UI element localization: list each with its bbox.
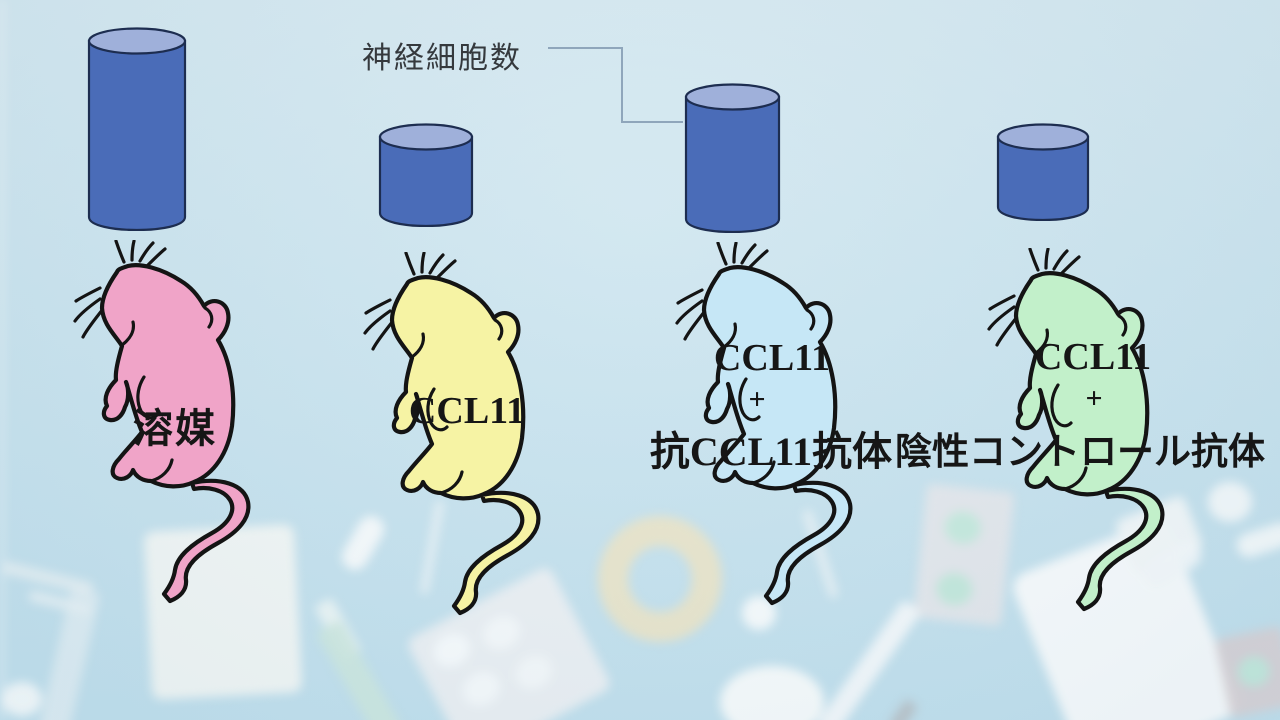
group-label-negative-control-plus: + [1085,382,1103,415]
group-label-negative-control-line1: CCL11 [1034,336,1152,378]
neuron-count-cylinder-ccl11 [378,123,474,227]
round-pill-icon [1208,482,1252,522]
neuron-count-cylinder-anti-ccl11 [684,83,781,233]
left-edge-strip [0,0,4,720]
capsule-icon [1233,519,1280,561]
group-label-vehicle: 溶媒 [133,406,217,451]
group-label-anti-ccl11-line3: 抗CCL11抗体 [649,429,893,474]
group-label-ccl11: CCL11 [408,390,526,432]
neuron-count-cylinder-vehicle [87,27,187,231]
mouse-ccl11 [362,252,552,632]
thermometer-icon [888,698,918,720]
neuron-count-cylinder-negative-control [996,123,1090,221]
chart-title: 神経細胞数 [362,42,522,75]
round-pill-icon [2,682,42,716]
cotton-ball-icon [720,666,824,720]
group-label-negative-control-line3: 陰性コントロール抗体 [895,432,1265,473]
syringe-icon [315,619,403,720]
group-label-anti-ccl11-plus: + [748,383,766,416]
group-label-anti-ccl11-line1: CCL11 [713,337,831,379]
